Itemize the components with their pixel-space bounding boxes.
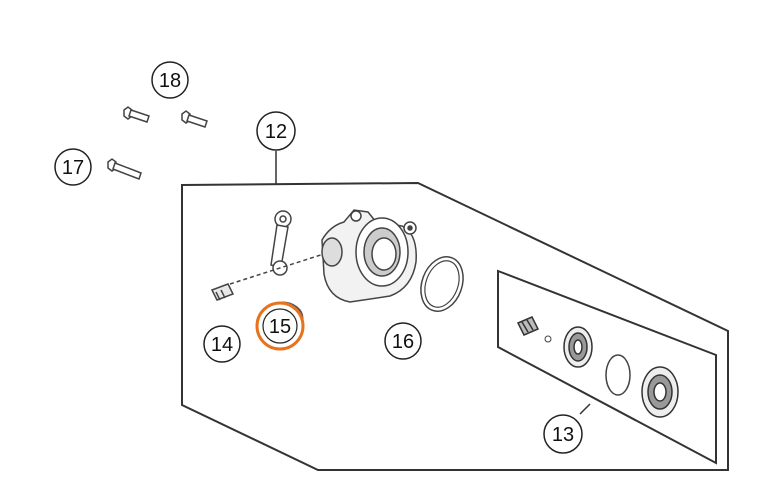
bolt-18b (181, 110, 208, 128)
assembly-frame (181, 181, 729, 471)
svg-text:17: 17 (62, 157, 84, 179)
kit-piston-2 (641, 366, 679, 418)
kit-piston-1 (563, 326, 593, 368)
kit-spring (516, 316, 540, 336)
leader-13 (579, 403, 591, 415)
svg-text:13: 13 (552, 424, 574, 446)
lever-arm (229, 210, 331, 285)
bolt-17 (107, 158, 142, 180)
callout-12: 12 (256, 111, 296, 151)
screw-14 (210, 283, 235, 301)
svg-text:12: 12 (265, 121, 287, 143)
callout-18: 18 (151, 61, 189, 99)
callout-14: 14 (203, 325, 241, 363)
kit-ball (544, 335, 552, 343)
callout-13: 13 (543, 414, 583, 454)
kit-frame (497, 269, 717, 465)
callout-16: 16 (384, 322, 422, 360)
svg-text:16: 16 (392, 331, 414, 353)
kit-seal (605, 354, 631, 396)
callout-17: 17 (54, 148, 92, 186)
svg-text:18: 18 (159, 70, 181, 92)
svg-text:15: 15 (269, 316, 291, 338)
svg-text:14: 14 (211, 334, 233, 356)
cylinder-housing (321, 209, 417, 303)
callout-15: 15 (255, 301, 305, 351)
o-ring-16 (420, 256, 464, 312)
bolt-18a (123, 106, 150, 123)
